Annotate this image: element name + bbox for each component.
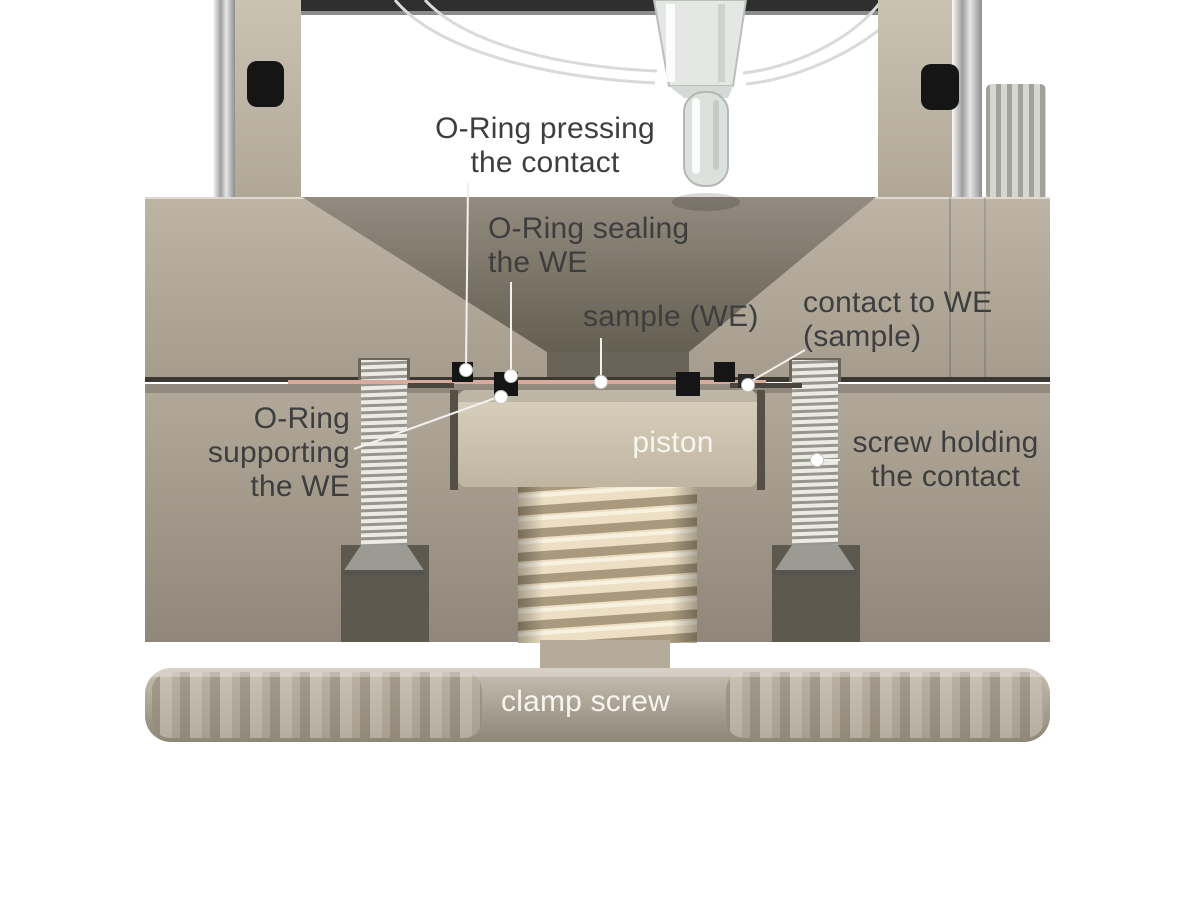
dot-screw-holding	[810, 453, 824, 467]
lower-slab-shadow	[145, 384, 1050, 393]
label-oring-sealing: O-Ring sealing the WE	[488, 212, 690, 279]
label-oring-supporting: O-Ring supporting the WE	[207, 402, 350, 503]
left-contact-screw-thread	[361, 360, 407, 546]
dot-oring-pressing	[459, 363, 473, 377]
funnel-cavity	[302, 197, 876, 352]
contact-strip-right	[730, 383, 802, 388]
label-screw-holding: screw holding the contact	[852, 426, 1039, 493]
left-frame-rail	[213, 0, 235, 197]
plate-top-highlight	[145, 668, 1050, 677]
left-screw-slot	[343, 570, 425, 575]
glass-tip-shadow	[672, 193, 740, 211]
right-contact-screw-thread	[792, 360, 838, 546]
label-clamp-screw: clamp screw	[501, 685, 670, 718]
dot-contact-to-we	[741, 378, 755, 392]
leader-oring-supporting	[353, 395, 502, 450]
leader-oring-pressing	[465, 182, 469, 368]
sample-we-sheet	[288, 380, 766, 384]
glass-tip	[683, 91, 729, 187]
right-screw-head	[774, 545, 856, 572]
contact-strip-left	[408, 383, 454, 388]
label-oring-pressing: O-Ring pressing the contact	[435, 112, 655, 179]
plate-knurl-left	[152, 672, 482, 738]
dot-oring-sealing	[504, 369, 518, 383]
clamp-screw-thread	[518, 487, 697, 643]
thread-shade-right	[671, 487, 697, 643]
label-sample-we: sample (WE)	[583, 300, 759, 333]
dot-sample-we	[594, 375, 608, 389]
cell-oring-left	[247, 61, 284, 107]
piston-gap-right	[757, 390, 765, 490]
knurled-knob	[986, 84, 1046, 200]
label-contact-to-we: contact to WE (sample)	[803, 286, 993, 353]
oring-pressing-right	[714, 362, 735, 382]
label-piston: piston	[632, 426, 714, 459]
clamp-screw-shaft	[540, 640, 670, 672]
leader-contact-to-we	[747, 349, 806, 384]
piston-block	[458, 390, 757, 487]
thread-shade-left	[518, 487, 544, 643]
dot-oring-supporting	[494, 390, 508, 404]
funnel-throat	[547, 352, 689, 379]
cell-oring-right	[921, 64, 959, 110]
oring-sealing-right	[676, 372, 700, 396]
top-frame-bar-edge	[288, 11, 948, 15]
plate-knurl-right	[726, 672, 1044, 738]
top-frame-bar	[288, 0, 948, 11]
right-screw-slot	[774, 570, 856, 575]
left-screw-head	[343, 545, 425, 572]
glass-tube	[652, 0, 748, 187]
leader-dots	[459, 363, 824, 467]
piston-gap-left	[450, 390, 458, 490]
